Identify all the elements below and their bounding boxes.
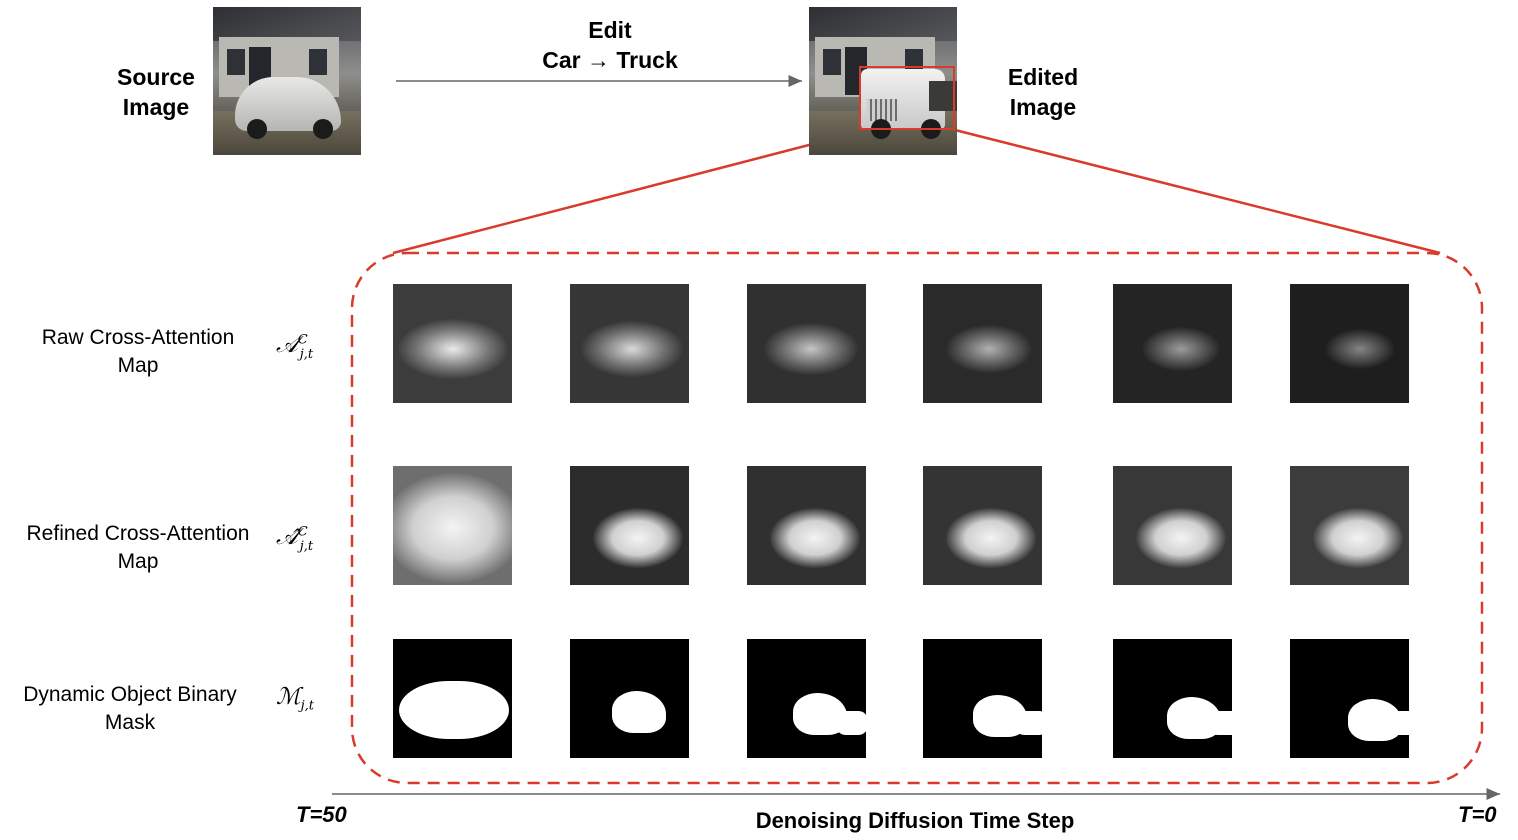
row-raw-line2: Map: [117, 354, 159, 377]
row-refined-line2: Map: [117, 550, 159, 573]
time-start-label: T=50: [296, 802, 347, 827]
raw-attention-tile: [923, 284, 1042, 403]
binary-mask-tile: [1113, 639, 1232, 758]
row-mask-line1: Dynamic Object Binary: [23, 683, 237, 706]
source-image: [213, 7, 361, 155]
binary-mask-tile: [1290, 639, 1409, 758]
binary-mask-tile: [747, 639, 866, 758]
raw-attention-tile: [393, 284, 512, 403]
binary-mask-tile: [393, 639, 512, 758]
symbol-refined-base: 𝒜̂: [276, 524, 298, 550]
source-label-line1: Source: [117, 64, 195, 90]
edit-label-line2: Car → Truck: [542, 47, 678, 73]
zoom-line-right: [954, 128, 1441, 255]
edit-label-line1: Edit: [588, 17, 632, 43]
time-end-label: T=0: [1458, 802, 1497, 827]
symbol-refined-sub: j,t: [299, 538, 314, 554]
symbol-refined-sup: C: [297, 524, 308, 540]
time-axis-title: Denoising Diffusion Time Step: [755, 808, 1075, 833]
row-refined-line1: Refined Cross-Attention: [26, 522, 250, 545]
row-raw-line1: Raw Cross-Attention: [41, 326, 235, 349]
binary-mask-tile: [570, 639, 689, 758]
raw-attention-tile: [747, 284, 866, 403]
symbol-refined-attention: 𝒜̂Cj,t: [276, 524, 313, 554]
symbol-raw-sub: j,t: [299, 346, 314, 362]
dashed-zoom-frame: [350, 251, 1484, 785]
source-image-label: Source Image: [96, 62, 216, 122]
refined-attention-tile: [923, 466, 1042, 585]
refined-attention-tile: [570, 466, 689, 585]
edited-label-line1: Edited: [1007, 64, 1079, 90]
symbol-mask-base: ℳ: [276, 684, 301, 710]
row-label-raw: Raw Cross-Attention Map: [10, 324, 266, 380]
row-mask-line2: Mask: [104, 711, 156, 734]
symbol-raw-sup: C: [297, 332, 308, 348]
symbol-mask-sub: j,t: [300, 698, 314, 714]
edit-region-highlight: [859, 66, 955, 130]
raw-attention-tile: [1290, 284, 1409, 403]
row-label-mask: Dynamic Object Binary Mask: [4, 681, 256, 737]
symbol-binary-mask: ℳj,t: [276, 684, 314, 714]
symbol-raw-attention: 𝒜Cj,t: [276, 332, 313, 362]
row-label-refined: Refined Cross-Attention Map: [4, 520, 272, 576]
raw-attention-tile: [570, 284, 689, 403]
zoom-line-left: [392, 130, 860, 255]
edited-image-label: Edited Image: [983, 62, 1103, 122]
refined-attention-tile: [393, 466, 512, 585]
binary-mask-tile: [923, 639, 1042, 758]
symbol-raw-base: 𝒜: [276, 332, 298, 358]
raw-attention-tile: [1113, 284, 1232, 403]
refined-attention-tile: [747, 466, 866, 585]
refined-attention-tile: [1290, 466, 1409, 585]
edited-label-line2: Image: [1009, 94, 1077, 120]
refined-attention-tile: [1113, 466, 1232, 585]
source-label-line2: Image: [122, 94, 190, 120]
edit-label: Edit Car → Truck: [500, 15, 720, 75]
